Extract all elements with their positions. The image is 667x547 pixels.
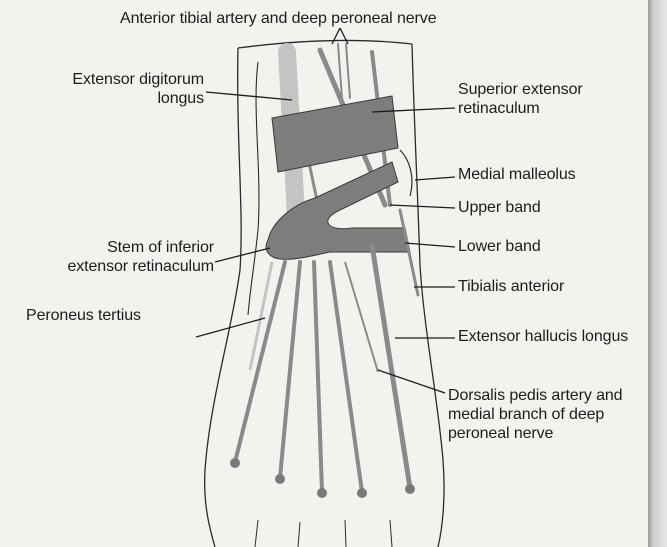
label-tibialis-anterior: Tibialis anterior — [458, 277, 564, 296]
label-stem-inferior-retinaculum: Stem of inferior extensor retinaculum — [0, 238, 214, 276]
dorsalis-pedis-line — [345, 262, 378, 372]
lateral-contour — [248, 62, 259, 315]
label-peroneus-tertius: Peroneus tertius — [26, 306, 141, 325]
label-extensor-digitorum-longus: Extensor digitorum longus — [22, 70, 204, 108]
label-anterior-tibial: Anterior tibial artery and deep peroneal… — [120, 9, 437, 28]
medial-malleolus-bump — [400, 150, 412, 196]
scan-edge-shadow — [648, 0, 667, 547]
label-upper-band: Upper band — [458, 198, 541, 217]
label-extensor-hallucis-longus: Extensor hallucis longus — [458, 327, 628, 346]
label-superior-extensor-retinaculum: Superior extensor retinaculum — [458, 80, 583, 118]
toe-lines — [255, 520, 392, 547]
label-dorsalis-pedis: Dorsalis pedis artery and medial branch … — [448, 386, 622, 443]
label-medial-malleolus: Medial malleolus — [458, 165, 576, 184]
label-lower-band: Lower band — [458, 237, 541, 256]
